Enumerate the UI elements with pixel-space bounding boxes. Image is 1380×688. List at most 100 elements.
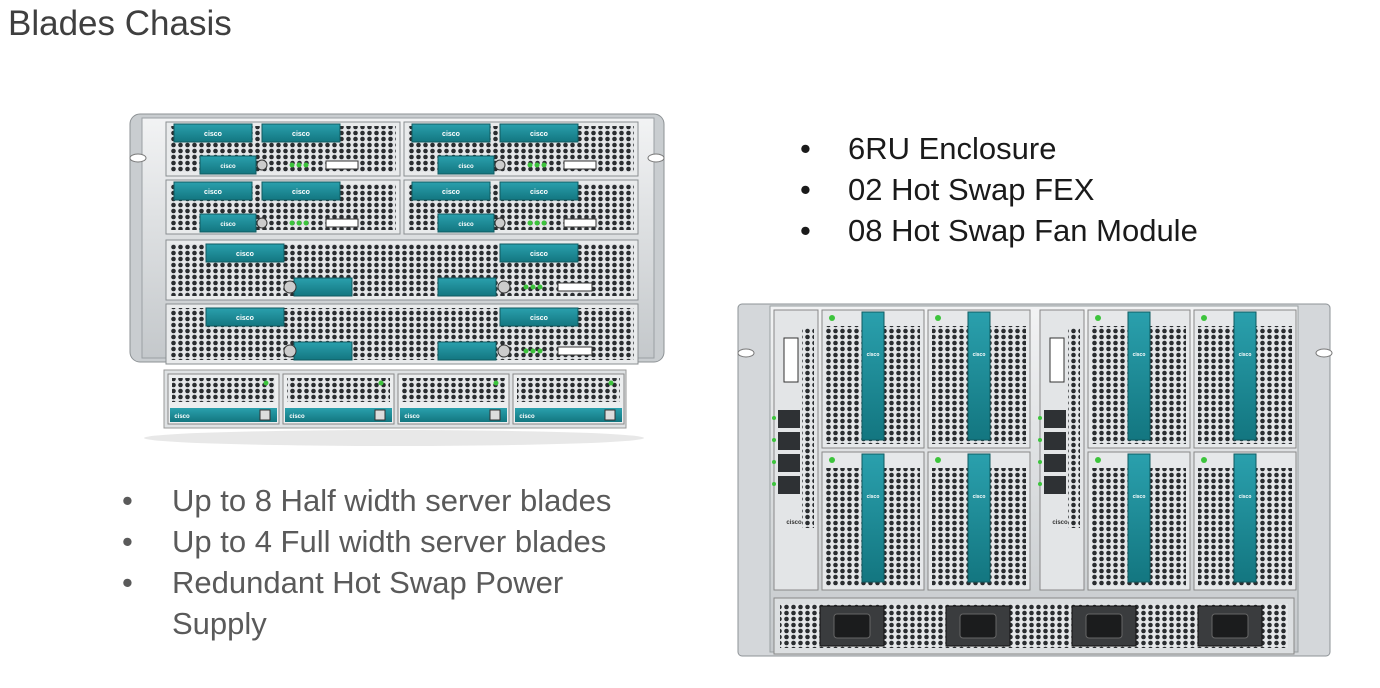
rear-features-list: •6RU Enclosure •02 Hot Swap FEX •08 Hot … [800,128,1198,251]
sfp-port [1044,432,1066,450]
power-socket-icon [833,613,871,639]
psu-handle [170,408,277,422]
psu-latch [489,409,501,421]
status-led-icon [378,380,384,386]
thumbscrew-icon [283,280,297,294]
cisco-logo-text: cisco [1239,494,1252,500]
status-led-icon [541,162,547,168]
status-led-icon [1038,416,1042,420]
cisco-logo-text: cisco [204,131,222,138]
console-port [325,218,359,228]
sfp-port [778,432,800,450]
status-led-icon [303,220,309,226]
psu-handle [400,408,507,422]
status-led-icon [537,348,543,354]
psu-latch [374,409,386,421]
fan-handle [1233,311,1257,441]
console-port [563,160,597,170]
status-led-icon [772,482,776,486]
cisco-logo-text: cisco [530,251,548,258]
fan-handle [861,453,885,583]
rear-feature-text: 6RU Enclosure [848,131,1057,166]
drive-bay [205,307,285,327]
rear-feature-item: •6RU Enclosure [800,128,1198,169]
drive-bay [261,123,341,143]
cisco-logo-text: cisco [530,189,548,196]
drive-bay [499,181,579,201]
cisco-logo-text: cisco [236,251,254,258]
fex-port [783,337,799,383]
status-led-icon [608,380,614,386]
status-led-icon [527,162,533,168]
status-led-icon [534,162,540,168]
status-led-icon [541,220,547,226]
front-feature-item: •Redundant Hot Swap Power Supply [122,562,662,644]
blade-handle [437,277,497,297]
thumbscrew-icon [497,280,511,294]
cisco-logo-text: cisco [530,315,548,322]
fan-handle [967,311,991,441]
blade-handle [437,155,495,175]
psu-handle [285,408,392,422]
power-socket-icon [959,613,997,639]
psu-vent [287,378,390,402]
fan-handle [861,311,885,441]
cisco-logo-text: cisco [519,414,535,420]
rear-feature-text: 08 Hot Swap Fan Module [848,213,1198,248]
thumbscrew-icon [494,159,506,171]
thumbscrew-icon [497,344,511,358]
status-led-icon [289,220,295,226]
drive-bay [499,307,579,327]
status-led-icon [935,457,941,463]
status-led-icon [829,315,835,321]
cisco-logo-text: cisco [404,414,420,420]
cisco-logo-text: cisco [786,520,802,526]
fex-port [1049,337,1065,383]
sfp-port [1044,454,1066,472]
fan-handle [1127,453,1151,583]
cisco-logo-text: cisco [220,222,236,228]
cisco-logo-text: cisco [1239,352,1252,358]
cisco-logo-text: cisco [867,494,880,500]
bullet-icon: • [122,524,133,559]
power-socket-icon [1085,613,1123,639]
psu-handle [515,408,622,422]
status-led-icon [263,380,269,386]
status-led-icon [530,348,536,354]
status-led-icon [1201,457,1207,463]
cisco-logo-text: cisco [236,315,254,322]
status-led-icon [829,457,835,463]
status-led-icon [523,348,529,354]
status-led-icon [296,220,302,226]
bullet-icon: • [800,172,811,207]
status-led-icon [1201,315,1207,321]
fan-handle [1233,453,1257,583]
drive-bay [261,181,341,201]
status-led-icon [289,162,295,168]
status-led-icon [1038,482,1042,486]
console-port [557,282,593,292]
drive-bay [173,123,253,143]
cisco-logo-text: cisco [289,414,305,420]
status-led-icon [935,315,941,321]
drive-bay [173,181,253,201]
sfp-port [1044,476,1066,494]
status-led-icon [1095,457,1101,463]
fan-handle [1127,311,1151,441]
blade-chassis-front-image: cisco cisco cisco cisco cisco cisco cisco cisco… [129,113,665,446]
blade-handle [199,155,257,175]
sfp-port [778,476,800,494]
cisco-logo-text: cisco [973,494,986,500]
cisco-logo-text: cisco [458,164,474,170]
front-feature-text: Redundant Hot Swap Power Supply [172,565,564,641]
thumbscrew-icon [283,344,297,358]
psu-latch [259,409,271,421]
front-feature-item: •Up to 8 Half width server blades [122,480,662,521]
bullet-icon: • [122,483,133,518]
status-led-icon [303,162,309,168]
sfp-port [1044,410,1066,428]
blade-handle [199,213,257,233]
rear-feature-item: •08 Hot Swap Fan Module [800,210,1198,251]
cisco-logo-text: cisco [220,164,236,170]
